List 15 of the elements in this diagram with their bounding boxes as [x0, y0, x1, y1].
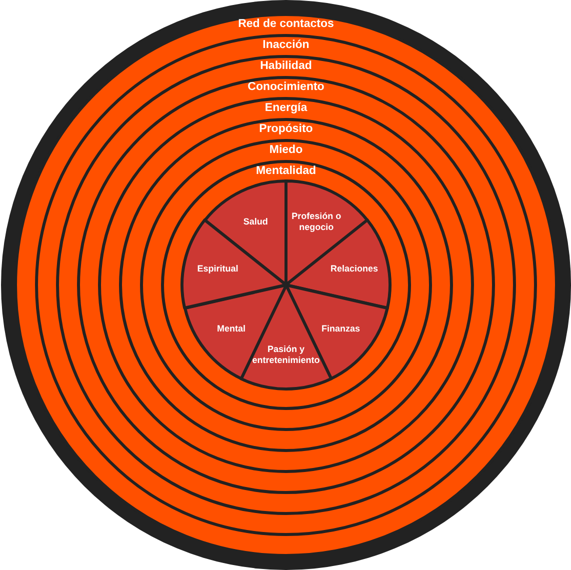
ring-label: Habilidad [260, 59, 312, 74]
slice-label: Espiritual [196, 264, 240, 275]
ring-label: Mentalidad [256, 164, 316, 179]
ring-label: Energía [264, 101, 308, 116]
ring-label: Red de contactos [238, 17, 334, 32]
slice-label: Pasión y entretenimiento [251, 344, 321, 366]
slice-label: Salud [242, 216, 269, 228]
slice-label: Finanzas [320, 323, 361, 334]
slice-label: Mental [216, 323, 246, 334]
slice-label: Relaciones [329, 264, 379, 275]
slice-label: Profesión o negocio [290, 210, 342, 233]
ring-label: Inacción [262, 38, 310, 53]
ring-label: Conocimiento [248, 80, 324, 95]
ring-label: Propósito [259, 122, 313, 137]
ring-label: Miedo [269, 143, 303, 158]
